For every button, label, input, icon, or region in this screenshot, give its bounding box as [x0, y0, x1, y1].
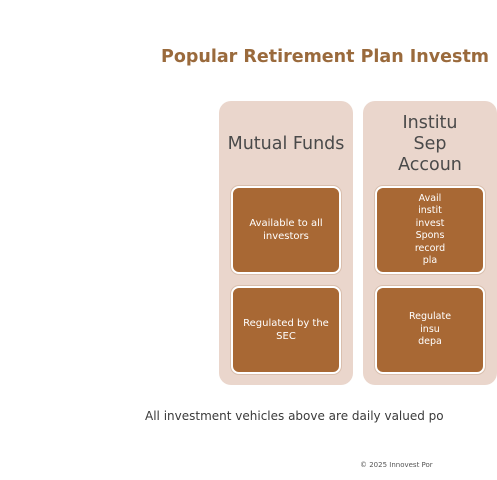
box-text-line: Regulated by the — [243, 318, 329, 329]
copyright-notice: © 2025 Innovest Por — [360, 461, 433, 469]
box-text-line: depa — [418, 336, 442, 348]
column-mutual-funds: Mutual Funds Available to all investors … — [219, 101, 353, 385]
diagram-title: Popular Retirement Plan Investm — [161, 47, 490, 67]
column-header: Institu Sep Accoun — [363, 113, 497, 176]
column-header-line: Sep — [413, 134, 447, 154]
box-text-line: investors — [263, 231, 309, 242]
box-text-line: Spons — [415, 230, 445, 241]
column-institutional-separate-accounts: Institu Sep Accoun Avail instit invest S… — [363, 101, 497, 385]
column-header: Mutual Funds — [219, 133, 353, 155]
column-header-line: Accoun — [398, 155, 462, 175]
column-header-line: Institu — [402, 113, 458, 133]
box-text-line: Regulate — [408, 311, 452, 323]
column-header-line: Mutual Funds — [227, 134, 345, 154]
box-text-line: pla — [422, 255, 438, 266]
box-text-line: instit — [418, 205, 442, 216]
box-text-line: SEC — [276, 331, 296, 342]
box-text-line: Avail — [418, 192, 442, 204]
feature-box-regulation: Regulated by the SEC — [231, 286, 341, 374]
box-text-line: record — [414, 242, 446, 254]
footnote: All investment vehicles above are daily … — [145, 409, 444, 423]
feature-box-availability: Avail instit invest Spons record pla — [375, 186, 485, 274]
box-text-line: Available to all — [249, 218, 323, 229]
feature-box-availability: Available to all investors — [231, 186, 341, 274]
diagram-page: Popular Retirement Plan Investm Mutual F… — [145, 47, 497, 469]
box-text-line: invest — [415, 217, 445, 229]
feature-box-regulation: Regulate insu depa — [375, 286, 485, 374]
box-text-line: insu — [420, 323, 440, 335]
